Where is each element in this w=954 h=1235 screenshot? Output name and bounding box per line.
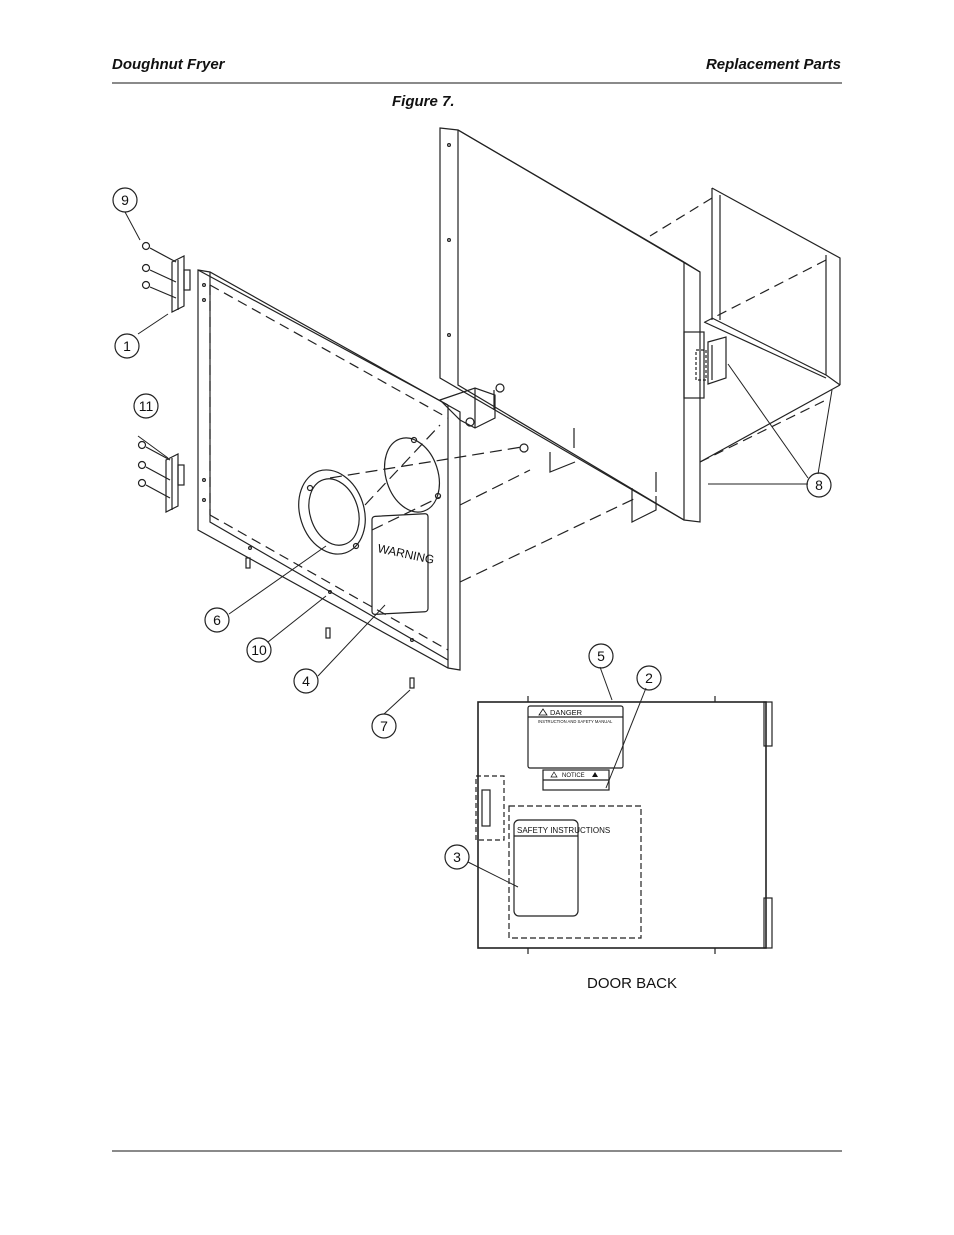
danger-label: DANGER INSTRUCTION AND SAFETY MANUAL bbox=[538, 708, 613, 724]
callout-6 bbox=[204, 607, 230, 633]
door-back-title: DOOR BACK bbox=[587, 975, 677, 992]
rear-box bbox=[649, 187, 841, 463]
notice-label: NOTICE bbox=[550, 771, 598, 779]
leader-lines bbox=[124, 211, 833, 888]
footer-rule bbox=[112, 1150, 842, 1152]
warning-label-outline bbox=[371, 513, 429, 615]
warning-label-text: WARNING bbox=[376, 541, 435, 567]
bottom-notches bbox=[549, 428, 657, 523]
callout-7-text: 7 bbox=[380, 718, 388, 734]
callout-2-text: 2 bbox=[645, 670, 653, 686]
callout-1 bbox=[114, 333, 140, 359]
callout-9-text: 9 bbox=[121, 192, 129, 208]
callout-7 bbox=[371, 713, 397, 739]
front-door-panel bbox=[197, 269, 461, 671]
callout-11 bbox=[133, 393, 159, 419]
screws bbox=[245, 557, 415, 689]
callout-8 bbox=[806, 472, 832, 498]
callout-4-text: 4 bbox=[302, 673, 310, 689]
danger-label-text: DANGER bbox=[550, 708, 583, 717]
callout-5-text: 5 bbox=[597, 648, 605, 664]
callout-3 bbox=[444, 844, 470, 870]
callout-11-text: 11 bbox=[139, 398, 154, 414]
callout-1-text: 1 bbox=[123, 338, 131, 354]
callout-5 bbox=[588, 643, 614, 669]
callout-9 bbox=[112, 187, 138, 213]
assembly-dashed-lines bbox=[329, 424, 637, 583]
callout-8-text: 8 bbox=[815, 477, 823, 493]
callout-3-text: 3 bbox=[453, 849, 461, 865]
bottom-hinge bbox=[137, 440, 185, 513]
callout-4 bbox=[293, 668, 319, 694]
callout-6-text: 6 bbox=[213, 612, 221, 628]
hinge-block bbox=[438, 383, 529, 453]
callout-circles bbox=[112, 187, 832, 870]
danger-sub-text: INSTRUCTION AND SAFETY MANUAL bbox=[538, 719, 613, 724]
header-rule bbox=[112, 82, 842, 84]
door-back-view bbox=[475, 696, 773, 954]
callout-2 bbox=[636, 665, 662, 691]
callout-10-text: 10 bbox=[251, 642, 267, 658]
section-title: Replacement Parts bbox=[705, 56, 841, 73]
door-latch bbox=[683, 331, 727, 399]
doc-title: Doughnut Fryer bbox=[112, 56, 225, 73]
sight-glass bbox=[298, 436, 442, 555]
top-hinge bbox=[141, 241, 191, 313]
back-frame-panel bbox=[439, 127, 701, 523]
figure-caption: Figure 7. bbox=[392, 93, 455, 110]
callout-10 bbox=[246, 637, 272, 663]
notice-label-text: NOTICE bbox=[562, 773, 585, 779]
safety-label-text: SAFETY INSTRUCTIONS bbox=[517, 826, 610, 835]
